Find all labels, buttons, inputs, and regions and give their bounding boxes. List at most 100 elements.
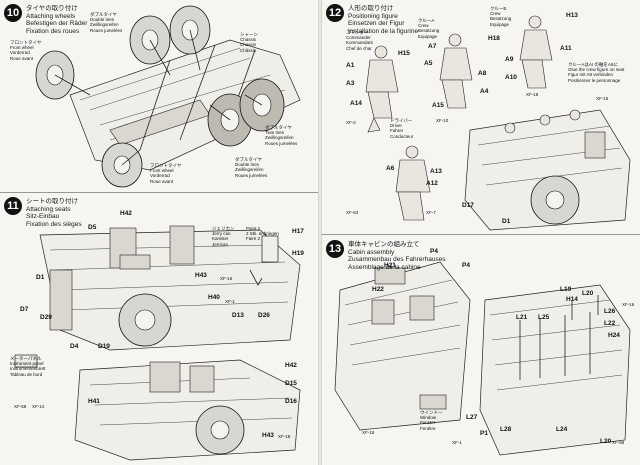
part-A10: A10	[505, 74, 517, 81]
callout-xf7: XF-7	[426, 210, 436, 215]
part-A15: A15	[432, 102, 444, 109]
part-H42: H42	[120, 210, 132, 217]
part-H21: H21	[384, 262, 396, 269]
part-A4: A4	[480, 88, 489, 95]
part-D13: D13	[232, 312, 244, 319]
part-A13: A13	[430, 168, 442, 175]
part-A12: A12	[426, 180, 438, 187]
page-fold	[318, 0, 322, 465]
callout-xf16-13: XF-16	[622, 302, 635, 307]
part-A3: A3	[346, 80, 355, 87]
part-D16: D16	[285, 398, 297, 405]
callout-xf1: XF-1	[225, 299, 235, 304]
part-A5: A5	[424, 60, 433, 67]
part-D19: D19	[98, 343, 110, 350]
part-L28: L28	[500, 426, 512, 433]
part-D15: D15	[285, 380, 297, 387]
part-H13: H13	[566, 12, 578, 19]
step10-drawing	[35, 5, 301, 188]
callout-xf58: XF-58	[14, 404, 27, 409]
part-H43-lower: H43	[262, 432, 274, 439]
part-H19: H19	[292, 250, 304, 257]
part-D26: D26	[258, 312, 270, 319]
part-H18: H18	[488, 35, 500, 42]
part-H42-lower: H42	[285, 362, 297, 369]
part-L24: L24	[556, 426, 568, 433]
part-H15: H15	[398, 50, 410, 57]
step11-drawing	[14, 225, 301, 461]
part-L22: L22	[604, 320, 616, 327]
part-A1: A1	[346, 62, 355, 69]
part-L25: L25	[538, 314, 550, 321]
step12-number: 12	[326, 4, 344, 22]
divider-step10-11	[0, 192, 318, 193]
part-H14: H14	[566, 296, 578, 303]
callout-xf64: XF-64	[346, 210, 359, 215]
part-D1-12: D1	[502, 218, 511, 225]
callout-xf58-13: XF-58	[612, 440, 625, 445]
part-D17: D17	[462, 202, 474, 209]
part-D5: D5	[88, 224, 97, 231]
part-A9: A9	[505, 56, 514, 63]
part-L26: L26	[604, 308, 616, 315]
part-L21: L21	[516, 314, 528, 321]
part-P1: P1	[480, 430, 488, 437]
callout-xf18: XF-18	[278, 434, 291, 439]
callout-xf10: XF-10	[436, 118, 449, 123]
callout-xf16: XF-16	[220, 276, 233, 281]
step13-drawing	[334, 261, 631, 456]
divider-step12-13	[322, 234, 640, 235]
part-H43: H43	[195, 272, 207, 279]
part-L20-b: L20	[600, 438, 612, 445]
part-H41: H41	[88, 398, 100, 405]
part-L20-a: L20	[582, 290, 594, 297]
part-D1: D1	[36, 274, 45, 281]
part-A11: A11	[560, 45, 572, 52]
callout-xf18-13: XF-18	[362, 430, 375, 435]
step11-number: 11	[4, 197, 22, 215]
part-H40: H40	[208, 294, 220, 301]
callout-xf15: XF-15	[596, 96, 609, 101]
part-P4-b: P4	[462, 262, 470, 269]
part-A7: A7	[428, 43, 437, 50]
part-P4-a: P4	[430, 248, 438, 255]
callout-xf1-13: XF-1	[452, 440, 462, 445]
part-A14: A14	[350, 100, 362, 107]
part-A8: A8	[478, 70, 487, 77]
part-H22: H22	[372, 286, 384, 293]
callout-xf18-12: XF-18	[526, 92, 539, 97]
part-H17: H17	[292, 228, 304, 235]
step13-number: 13	[326, 240, 344, 258]
part-D4: D4	[70, 343, 79, 350]
callout-xf14: XF-14	[32, 404, 45, 409]
callout-xf2: XF-2	[346, 120, 356, 125]
part-H24: H24	[608, 332, 620, 339]
part-L19: L19	[560, 286, 572, 293]
part-A6: A6	[386, 165, 395, 172]
part-D29: D29	[40, 314, 52, 321]
part-L27: L27	[466, 414, 478, 421]
step12-drawing	[365, 15, 631, 231]
step10-number: 10	[4, 4, 22, 22]
part-D7: D7	[20, 306, 29, 313]
